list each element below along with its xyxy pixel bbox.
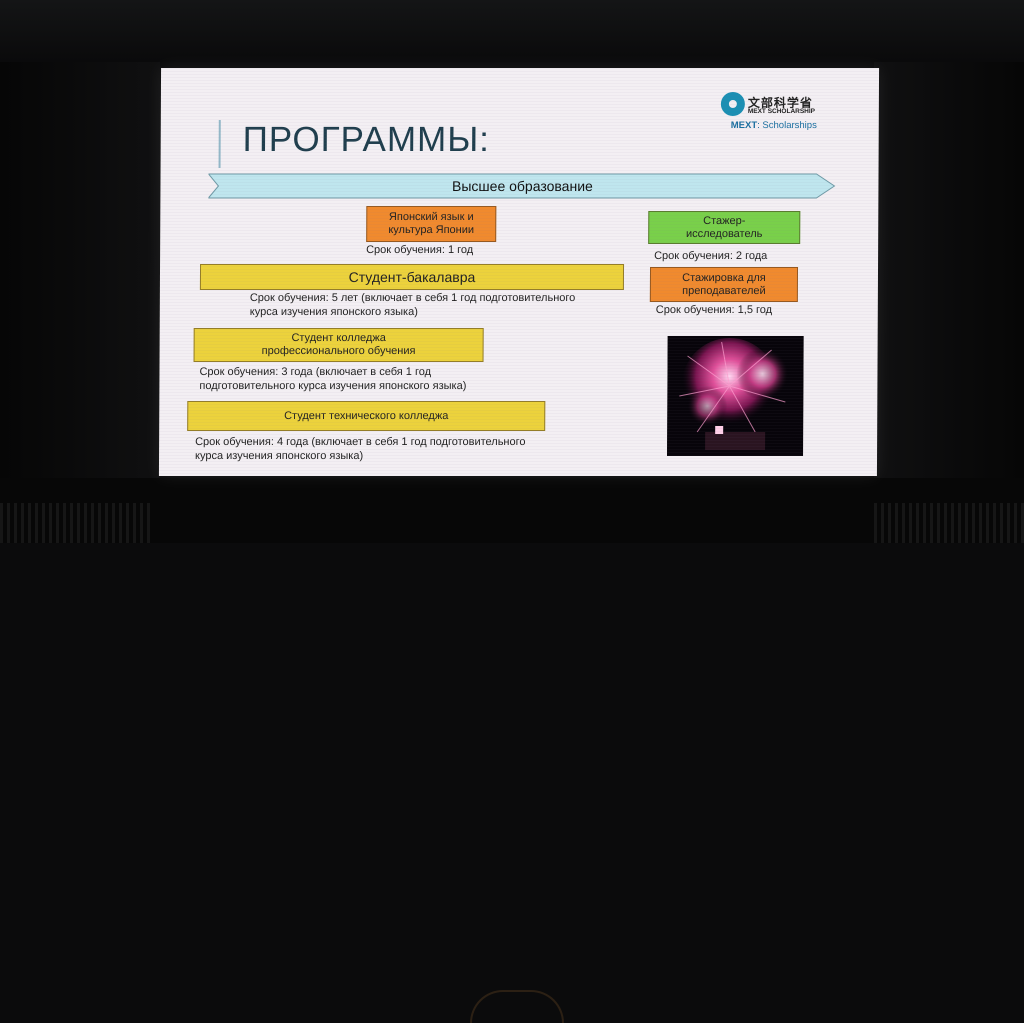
mext-logo: 文部科学省 MEXT SCHOLARSHIP MEXT: Scholarship… <box>721 90 871 134</box>
program-vocational-college: Студент колледжа профессионального обуче… <box>194 328 484 362</box>
mext-logo-icon <box>721 92 745 116</box>
logo-brand: MEXT: Scholarships <box>731 120 817 131</box>
slide-title: ПРОГРАММЫ: <box>243 120 490 160</box>
vent-grille-left <box>0 503 150 543</box>
stage-floor <box>0 478 1024 543</box>
fireworks-photo <box>667 336 804 456</box>
fireworks-image <box>667 336 804 456</box>
duration-technical-college: Срок обучения: 4 года (включает в себя 1… <box>195 436 555 464</box>
duration-teacher-training: Срок обучения: 1,5 год <box>656 304 772 318</box>
program-research-trainee: Стажер-исследователь <box>648 211 800 244</box>
banner-label: Высшее образование <box>208 173 836 199</box>
title-accent-line <box>219 120 221 168</box>
logo-brand-rest: Scholarships <box>762 120 816 131</box>
program-bachelor: Студент-бакалавра <box>200 264 624 290</box>
projection-screen: ПРОГРАММЫ: 文部科学省 MEXT SCHOLARSHIP MEXT: … <box>159 68 879 476</box>
logo-brand-bold: MEXT <box>731 120 757 131</box>
ceiling-band <box>0 0 1024 62</box>
higher-education-banner: Высшее образование <box>208 173 836 199</box>
wall-right <box>874 62 1024 482</box>
ornament-emblem <box>470 990 564 1023</box>
duration-vocational-college: Срок обучения: 3 года (включает в себя 1… <box>199 366 519 394</box>
wall-left <box>0 62 160 482</box>
logo-subtitle: MEXT SCHOLARSHIP <box>748 108 815 115</box>
duration-research-trainee: Срок обучения: 2 года <box>654 250 767 264</box>
duration-bachelor: Срок обучения: 5 лет (включает в себя 1 … <box>250 292 600 320</box>
program-teacher-training: Стажировка для преподавателей <box>650 267 798 302</box>
program-technical-college: Студент технического колледжа <box>187 401 545 431</box>
duration-japanese-language: Срок обучения: 1 год <box>366 244 473 258</box>
vent-grille-right <box>874 503 1024 543</box>
program-japanese-language: Японский язык и культура Японии <box>366 206 496 242</box>
